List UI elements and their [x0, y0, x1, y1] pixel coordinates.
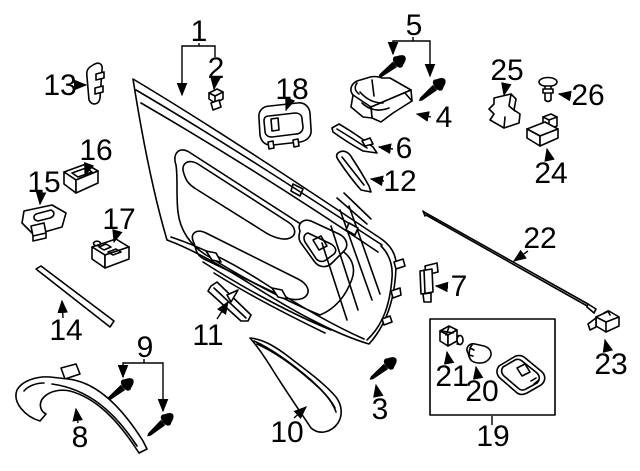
- window-switch-dual-drawing: [91, 238, 130, 269]
- callout-23: 23: [594, 348, 627, 381]
- callout-12: 12: [383, 165, 416, 198]
- callout-18: 18: [275, 73, 308, 106]
- callout-11: 11: [192, 319, 223, 352]
- window-switch-drawing: [63, 163, 99, 194]
- switch-bezel-drawing: [21, 204, 67, 242]
- bracket-25-drawing: [488, 93, 521, 129]
- callout-labels: 1 2 3 4 5 6 7 8 9 10 11 12 13 14 15 16 1…: [27, 9, 627, 454]
- handle-bezel-drawing: [258, 102, 312, 150]
- callout-2: 2: [208, 52, 225, 85]
- upper-trim-strip-drawing: [331, 123, 378, 154]
- end-cap-drawing: [85, 62, 105, 105]
- pin-rivet-drawing: [538, 76, 558, 103]
- callout-14: 14: [49, 314, 82, 347]
- lower-trim-panel-drawing: [249, 337, 342, 433]
- callout-25: 25: [490, 54, 523, 87]
- bulb-drawing: [466, 343, 492, 364]
- door-trim-panel-drawing: [132, 78, 406, 345]
- callout-15: 15: [27, 166, 60, 199]
- bulb-socket-drawing: [439, 325, 464, 347]
- mount-clip-drawing: [419, 262, 439, 303]
- pillar-trim-wedge-drawing: [335, 150, 372, 193]
- callout-7: 7: [451, 270, 468, 303]
- callout-8: 8: [72, 421, 89, 454]
- callout-4: 4: [436, 101, 453, 134]
- callout-20: 20: [465, 375, 498, 408]
- callout-13: 13: [43, 69, 76, 102]
- pull-handle-bracket-drawing: [350, 75, 413, 123]
- callout-17: 17: [102, 203, 135, 236]
- lamp-housing-drawing: [496, 354, 546, 396]
- callout-1: 1: [191, 15, 208, 48]
- courtesy-lamp-kit-drawing: [429, 318, 556, 416]
- callout-22: 22: [523, 222, 556, 255]
- gasket-strip-drawing: [35, 265, 115, 328]
- callout-3: 3: [372, 393, 389, 426]
- callout-26: 26: [571, 79, 604, 112]
- callout-10: 10: [270, 416, 303, 449]
- screw-3-drawing: [365, 353, 401, 385]
- callout-21: 21: [435, 360, 468, 393]
- callout-5: 5: [406, 9, 423, 42]
- callout-24: 24: [534, 157, 567, 190]
- rod-clip-drawing: [587, 310, 620, 333]
- leader-lines: [35, 37, 614, 425]
- callout-9: 9: [137, 331, 154, 364]
- lock-rod-drawing: [422, 210, 597, 314]
- trim-strip-drawing: [207, 281, 252, 322]
- callout-19: 19: [476, 420, 509, 453]
- lower-seal-strip-drawing: [15, 363, 148, 454]
- stepped-clip-drawing: [526, 113, 559, 147]
- retaining-clip-drawing: [208, 88, 224, 111]
- callout-6: 6: [396, 132, 413, 165]
- callout-16: 16: [79, 134, 112, 167]
